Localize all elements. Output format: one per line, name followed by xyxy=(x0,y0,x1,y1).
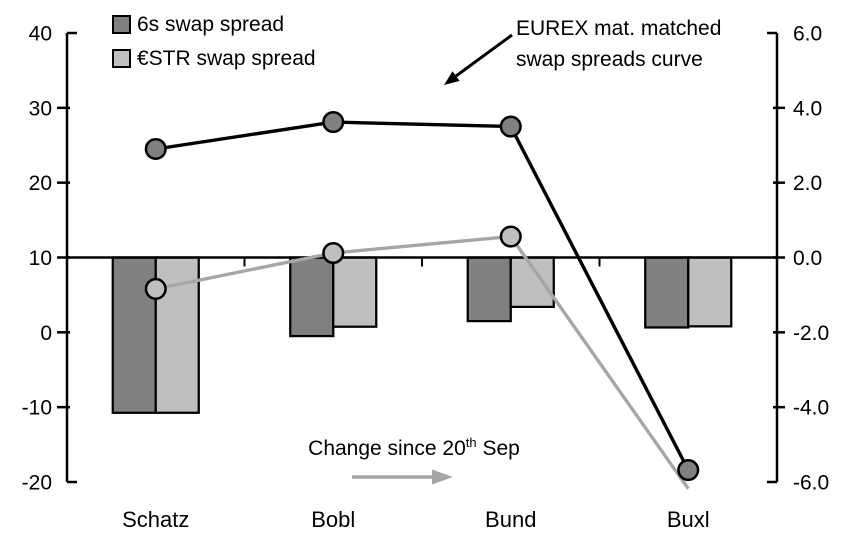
change-annotation-arrow-head xyxy=(432,469,453,485)
left-axis-tick-label: 40 xyxy=(29,23,52,46)
right-axis-tick-label: -6.0 xyxy=(793,472,829,495)
left-axis-tick-label: 20 xyxy=(29,172,52,195)
line-series-group xyxy=(144,111,700,490)
right-axis-tick-label: -4.0 xyxy=(793,397,829,420)
change-annotation: Change since 20th Sep xyxy=(282,435,546,461)
bar-6s-bund xyxy=(466,256,512,323)
line-estr xyxy=(155,234,690,490)
left-axis-tick-label: -20 xyxy=(22,472,52,495)
left-axis-tick-label: -10 xyxy=(22,397,52,420)
right-axis-tick-label: -2.0 xyxy=(793,322,829,345)
right-axis-tick-label: 6.0 xyxy=(793,23,822,46)
bar-series-group xyxy=(111,256,733,414)
curve-annotation-line2: swap spreads curve xyxy=(516,48,703,71)
legend-label-6s: 6s swap spread xyxy=(137,13,285,36)
marker-6s-schatz xyxy=(144,137,167,161)
left-axis-tick-label: 0 xyxy=(40,322,52,345)
right-axis: 6.0 4.0 2.0 0.0 -2.0 -4.0 -6.0 xyxy=(767,23,829,495)
left-axis-tick-label: 10 xyxy=(29,247,52,270)
legend-swatch-6s xyxy=(112,15,131,34)
bar-6s-bobl xyxy=(289,256,335,338)
legend-label-estr: €STR swap spread xyxy=(137,47,316,70)
x-axis-label-bobl: Bobl xyxy=(311,507,355,532)
right-axis-tick-label: 4.0 xyxy=(793,97,822,120)
annotation-arrows xyxy=(352,33,513,485)
bar-estr-bobl xyxy=(332,256,378,328)
curve-annotation-arrow-line xyxy=(455,33,513,78)
marker-6s-buxl xyxy=(677,458,700,482)
x-axis-label-buxl: Buxl xyxy=(667,507,710,532)
marker-6s-bund xyxy=(499,115,522,138)
curve-annotation: EUREX mat. matched swap spreads curve xyxy=(516,13,721,75)
change-annotation-sup: th xyxy=(465,435,477,450)
x-axis: Schatz Bobl Bund Buxl xyxy=(67,256,777,532)
curve-annotation-arrow-head xyxy=(444,71,460,85)
legend-item-6s: 6s swap spread xyxy=(112,13,316,36)
marker-estr-bobl xyxy=(322,241,345,265)
legend-item-estr: €STR swap spread xyxy=(112,47,316,70)
left-axis: 40 30 20 10 0 -10 -20 xyxy=(22,23,77,495)
curve-annotation-line1: EUREX mat. matched xyxy=(516,17,722,40)
bar-6s-buxl xyxy=(644,256,690,329)
change-annotation-prefix: Change since 20 xyxy=(308,437,466,460)
marker-estr-schatz xyxy=(144,277,167,300)
x-axis-label-bund: Bund xyxy=(485,507,536,532)
legend-swatch-estr xyxy=(112,49,131,68)
line-6s xyxy=(155,120,690,471)
marker-6s-bobl xyxy=(322,111,345,134)
marker-estr-bund xyxy=(499,225,522,248)
x-axis-label-schatz: Schatz xyxy=(122,507,189,532)
change-annotation-suffix: Sep xyxy=(476,437,520,460)
bar-estr-buxl xyxy=(687,256,733,328)
legend: 6s swap spread €STR swap spread xyxy=(112,13,316,81)
left-axis-tick-label: 30 xyxy=(29,97,52,120)
right-axis-tick-label: 2.0 xyxy=(793,172,822,195)
right-axis-tick-label: 0.0 xyxy=(793,247,822,270)
